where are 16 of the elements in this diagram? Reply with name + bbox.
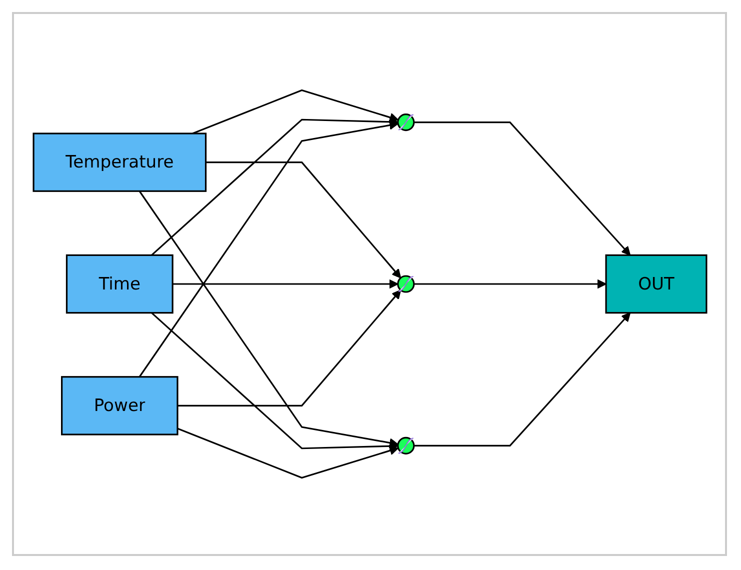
- arrow: [413, 312, 630, 446]
- arrow: [176, 428, 398, 479]
- arrow: [150, 117, 398, 256]
- input-box: Temperature: [32, 132, 206, 192]
- arrow: [177, 290, 401, 406]
- input-box: Power: [60, 376, 178, 436]
- arrow: [138, 120, 398, 378]
- arrow: [150, 312, 398, 451]
- arrow: [205, 162, 401, 278]
- output-box: OUT: [604, 254, 707, 314]
- arrow: [192, 89, 398, 134]
- arrow: [138, 190, 398, 448]
- arrow: [172, 279, 398, 289]
- arrow: [413, 279, 606, 289]
- input-box: Time: [65, 254, 173, 314]
- arrow: [413, 122, 630, 256]
